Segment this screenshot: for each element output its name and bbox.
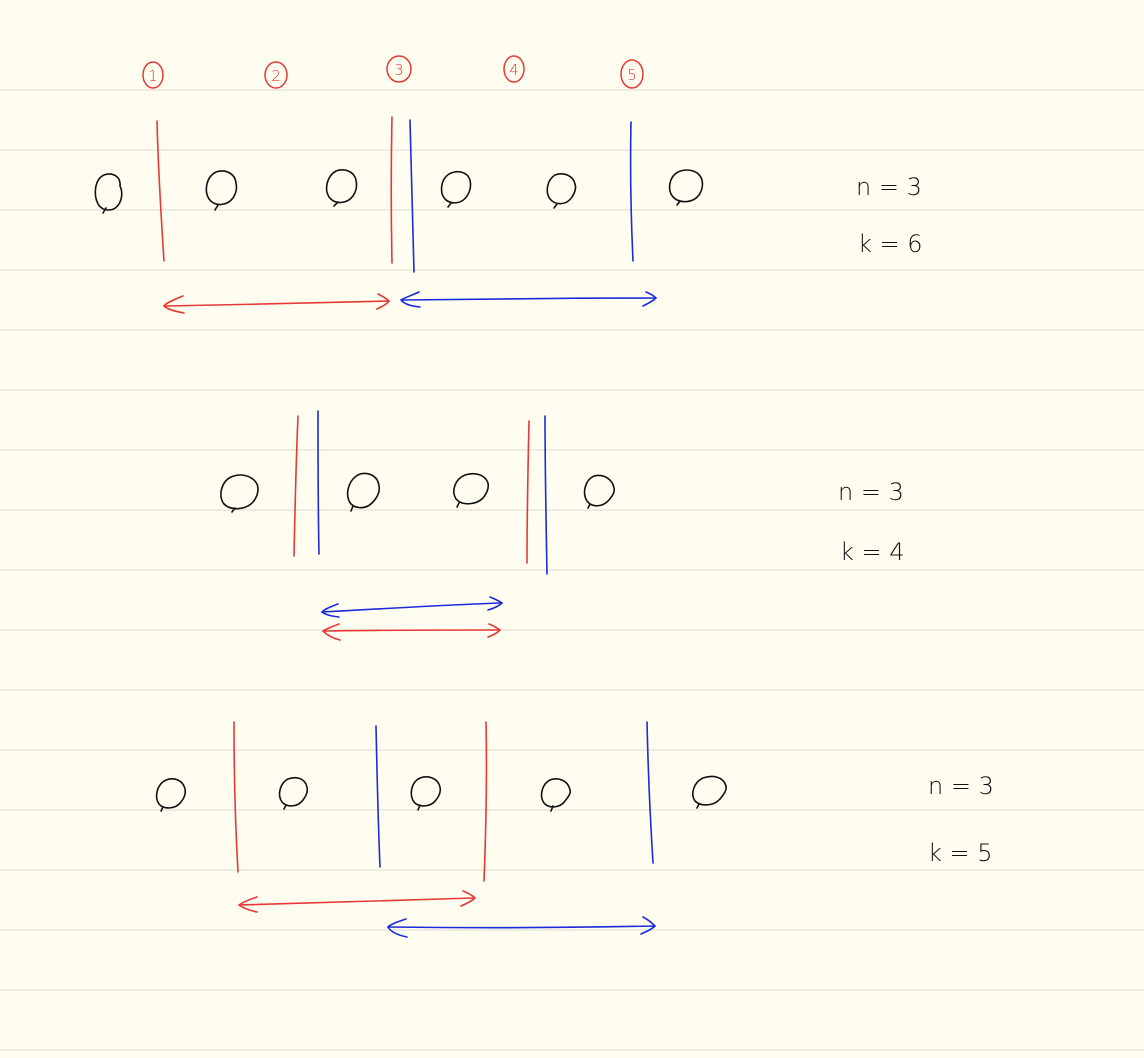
arrow-head: [376, 293, 391, 310]
column-marker-3: 3: [386, 55, 412, 83]
arrow-head: [321, 623, 341, 641]
arrow-head: [399, 291, 421, 308]
arrow-head: [237, 896, 258, 913]
red-divider: [390, 116, 393, 264]
red-arrow: [321, 623, 502, 641]
marker-ring: [503, 55, 525, 83]
arrow-head: [460, 890, 477, 907]
panel-2-n-label: n = 3: [838, 478, 904, 506]
circle: [440, 170, 472, 208]
marker-label: 2: [271, 67, 281, 85]
column-marker-5: 5: [620, 59, 644, 89]
red-arrow: [162, 293, 391, 314]
blue-divider: [409, 119, 415, 273]
marker-ring: [386, 55, 412, 83]
column-marker-4: 4: [503, 55, 525, 83]
arrow-shaft: [324, 629, 501, 632]
circle: [668, 169, 704, 206]
column-marker-1: 1: [142, 61, 164, 89]
marker-label: 4: [509, 61, 519, 79]
blue-divider: [544, 415, 548, 575]
panel-2: [220, 410, 616, 641]
arrow-head: [640, 916, 657, 935]
red-divider: [293, 415, 299, 557]
circle: [546, 173, 577, 209]
circle: [155, 778, 187, 812]
red-divider: [233, 721, 239, 873]
panel-1-n-label: n = 3: [856, 173, 922, 201]
marker-ring: [620, 59, 644, 89]
column-marker-2: 2: [264, 61, 288, 89]
panel-3-k-label: k = 5: [928, 839, 993, 867]
circle: [325, 169, 358, 207]
panel-2-circles: [220, 472, 616, 513]
blue-divider: [317, 410, 320, 555]
red-arrow: [237, 890, 477, 913]
panel-2-k-label: k = 4: [840, 538, 905, 566]
panel-1-k-label: k = 6: [858, 230, 923, 258]
circle: [220, 474, 259, 513]
circle: [410, 776, 442, 811]
arrow-head: [386, 918, 408, 938]
blue-arrow: [320, 596, 504, 618]
blue-divider: [646, 721, 654, 864]
panel-3-circles: [155, 775, 727, 812]
panel-1-circles: [94, 169, 704, 214]
blue-arrow: [399, 291, 658, 308]
panel-3-n-label: n = 3: [928, 772, 994, 800]
circle: [692, 775, 727, 809]
arrow-head: [642, 291, 658, 307]
circle: [278, 776, 309, 810]
circle: [346, 472, 381, 512]
marker-label: 5: [627, 66, 637, 84]
panel-1: [94, 116, 704, 314]
marker-ring: [142, 61, 164, 89]
arrow-head: [162, 295, 185, 314]
blue-divider: [375, 725, 381, 868]
arrow-head: [320, 603, 340, 618]
marker-ring: [264, 61, 288, 89]
marker-label: 1: [148, 67, 158, 85]
red-divider: [483, 721, 488, 882]
arrow-head: [487, 596, 504, 611]
ruled-lines: [0, 89, 1144, 1051]
marker-label: 3: [394, 61, 404, 79]
circle: [540, 778, 572, 812]
blue-divider: [629, 121, 634, 262]
circle: [453, 472, 490, 508]
arrow-head: [487, 623, 502, 638]
panel-3: [155, 721, 727, 938]
arrow-shaft: [165, 300, 390, 307]
blue-arrow: [386, 916, 657, 938]
circle: [583, 474, 616, 509]
circle: [94, 173, 123, 214]
red-divider: [526, 420, 530, 564]
arrow-shaft: [239, 897, 475, 906]
arrow-shaft: [387, 925, 655, 929]
arrow-shaft: [321, 602, 502, 613]
arrow-shaft: [401, 297, 656, 301]
circle: [205, 170, 238, 211]
column-markers: 1 2 3 4 5: [142, 55, 644, 89]
red-divider: [156, 120, 165, 262]
